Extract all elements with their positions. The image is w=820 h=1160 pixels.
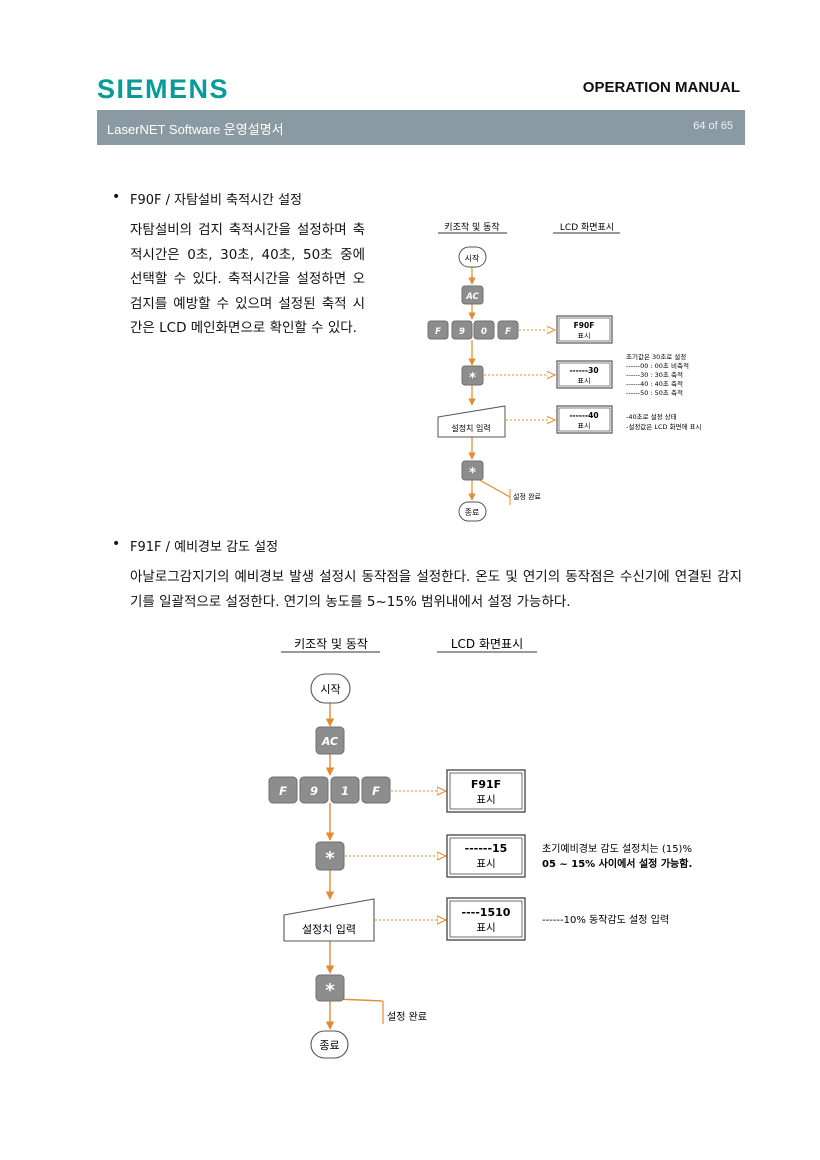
- svg-text:------50 : 50초 축적: ------50 : 50초 축적: [626, 388, 683, 397]
- document-type-title: OPERATION MANUAL: [582, 79, 740, 96]
- flowchart-f90f: 키조작 및 동작 LCD 화면표시 설정 완료 시작 AC F 9 0 F: [427, 221, 702, 522]
- svg-text:F91F: F91F: [471, 778, 501, 791]
- star-key: [461, 365, 484, 386]
- svg-text:0: 0: [481, 327, 487, 337]
- svg-text:설정치 입력: 설정치 입력: [451, 423, 490, 433]
- note-set-state: -40초로 설정 상태 -설정값은 LCD 화면에 표시: [626, 412, 702, 431]
- svg-text:표시: 표시: [476, 858, 495, 870]
- svg-text:------40 : 40초 축적: ------40 : 40초 축적: [626, 379, 683, 388]
- key-sequence: F 9 1 F: [268, 776, 391, 804]
- key-0: [473, 320, 495, 340]
- svg-text:F: F: [372, 784, 380, 798]
- lcd-display: [558, 317, 611, 342]
- svg-text:------30 : 30초 축적: ------30 : 30초 축적: [626, 370, 683, 379]
- svg-text:------15: ------15: [465, 842, 508, 855]
- note-initial-sensitivity: 초기예비경보 감도 설정치는 (15)% 05 ~ 15% 사이에서 설정 가능…: [542, 842, 692, 870]
- svg-text:9: 9: [459, 327, 465, 337]
- svg-text:------40: ------40: [569, 411, 598, 420]
- ac-key: [461, 285, 484, 305]
- key-f: [361, 776, 391, 804]
- section2-heading: F91F / 예비경보 감도 설정: [112, 536, 278, 555]
- siemens-logo: SIEMENS: [97, 74, 230, 104]
- svg-text:초기값은 30초로 설정: 초기값은 30초로 설정: [626, 352, 686, 361]
- svg-text:----1510: ----1510: [462, 906, 511, 919]
- key-9: [299, 776, 329, 804]
- start-node: [310, 673, 351, 704]
- end-node: [458, 501, 487, 522]
- col-lcd-label: LCD 화면표시: [451, 637, 523, 651]
- flowchart-f91f: 키조작 및 동작 LCD 화면표시 설정 완료 시작 AC F 9 1 F: [268, 637, 692, 1059]
- col-lcd-label: LCD 화면표시: [560, 222, 614, 233]
- star-key: [461, 460, 484, 481]
- key-f: [497, 320, 519, 340]
- svg-text:표시: 표시: [476, 922, 495, 934]
- svg-text:F: F: [279, 784, 287, 798]
- lcd-display: [449, 900, 523, 938]
- lcd-display: [449, 772, 523, 810]
- svg-text:초기예비경보 감도 설정치는 (15)%: 초기예비경보 감도 설정치는 (15)%: [542, 842, 692, 855]
- header-banner: LaserNET Software 운영설명서 64 of 65: [97, 110, 745, 145]
- svg-text:05 ~ 15% 사이에서 설정 가능함.: 05 ~ 15% 사이에서 설정 가능함.: [542, 857, 692, 870]
- svg-text:------30: ------30: [569, 366, 598, 375]
- section1-heading: F90F / 자탐설비 축적시간 설정: [112, 189, 302, 208]
- svg-text:1: 1: [341, 784, 349, 798]
- svg-text:표시: 표시: [578, 422, 591, 430]
- start-node: [458, 246, 487, 268]
- section1-body: 자탐설비의 검지 축적시간을 설정하며 축적시간은 0초, 30초, 40초, …: [130, 222, 365, 336]
- lcd-display: [558, 362, 611, 387]
- svg-text:*: *: [325, 848, 335, 869]
- product-title: LaserNET Software 운영설명서: [107, 122, 284, 137]
- lcd-display: [449, 837, 523, 875]
- svg-text:표시: 표시: [578, 332, 591, 340]
- key-f: [268, 776, 298, 804]
- svg-text:종료: 종료: [319, 1039, 339, 1052]
- svg-text:*: *: [469, 466, 476, 481]
- input-node: [283, 898, 375, 942]
- svg-text:------00 : 00초 비축적: ------00 : 00초 비축적: [626, 361, 689, 370]
- svg-text:종료: 종료: [465, 508, 480, 517]
- key-f: [427, 320, 449, 340]
- lcd-display: [558, 407, 611, 432]
- key-1: [330, 776, 360, 804]
- done-label: 설정 완료: [513, 492, 542, 501]
- col-keys-label: 키조작 및 동작: [444, 221, 499, 233]
- svg-text:-40초로 설정 상태: -40초로 설정 상태: [626, 412, 677, 421]
- svg-text:F90F: F90F: [574, 321, 595, 330]
- key-sequence: F 9 0 F: [427, 320, 519, 340]
- star-key: [315, 974, 345, 1002]
- input-node: [437, 405, 506, 438]
- section2-body: 아날로그감지기의 예비경보 발생 설정시 동작점을 설정한다. 온도 및 연기의…: [130, 569, 742, 610]
- svg-text:시작: 시작: [465, 253, 480, 263]
- svg-text:표시: 표시: [578, 377, 591, 385]
- svg-text:AC: AC: [321, 735, 338, 748]
- svg-text:F: F: [435, 327, 441, 337]
- svg-text:-설정값은 LCD 화면에 표시: -설정값은 LCD 화면에 표시: [626, 422, 702, 431]
- svg-text:설정치 입력: 설정치 입력: [302, 923, 356, 936]
- done-label: 설정 완료: [387, 1011, 427, 1023]
- svg-text:9: 9: [310, 784, 318, 798]
- page-number: 64 of 65: [693, 120, 733, 132]
- ac-key: [315, 726, 345, 755]
- svg-text:표시: 표시: [476, 794, 495, 806]
- svg-text:*: *: [325, 980, 335, 1001]
- note-initial-values: 초기값은 30초로 설정 ------00 : 00초 비축적 ------30…: [626, 352, 689, 397]
- svg-text:시작: 시작: [320, 683, 340, 696]
- end-node: [310, 1030, 349, 1059]
- col-keys-label: 키조작 및 동작: [294, 637, 368, 651]
- star-key: [315, 841, 345, 871]
- note-set-input: ------10% 동작감도 설정 입력: [542, 913, 669, 926]
- svg-text:F: F: [505, 327, 511, 337]
- svg-text:*: *: [469, 371, 476, 386]
- svg-text:AC: AC: [465, 292, 479, 302]
- key-9: [451, 320, 473, 340]
